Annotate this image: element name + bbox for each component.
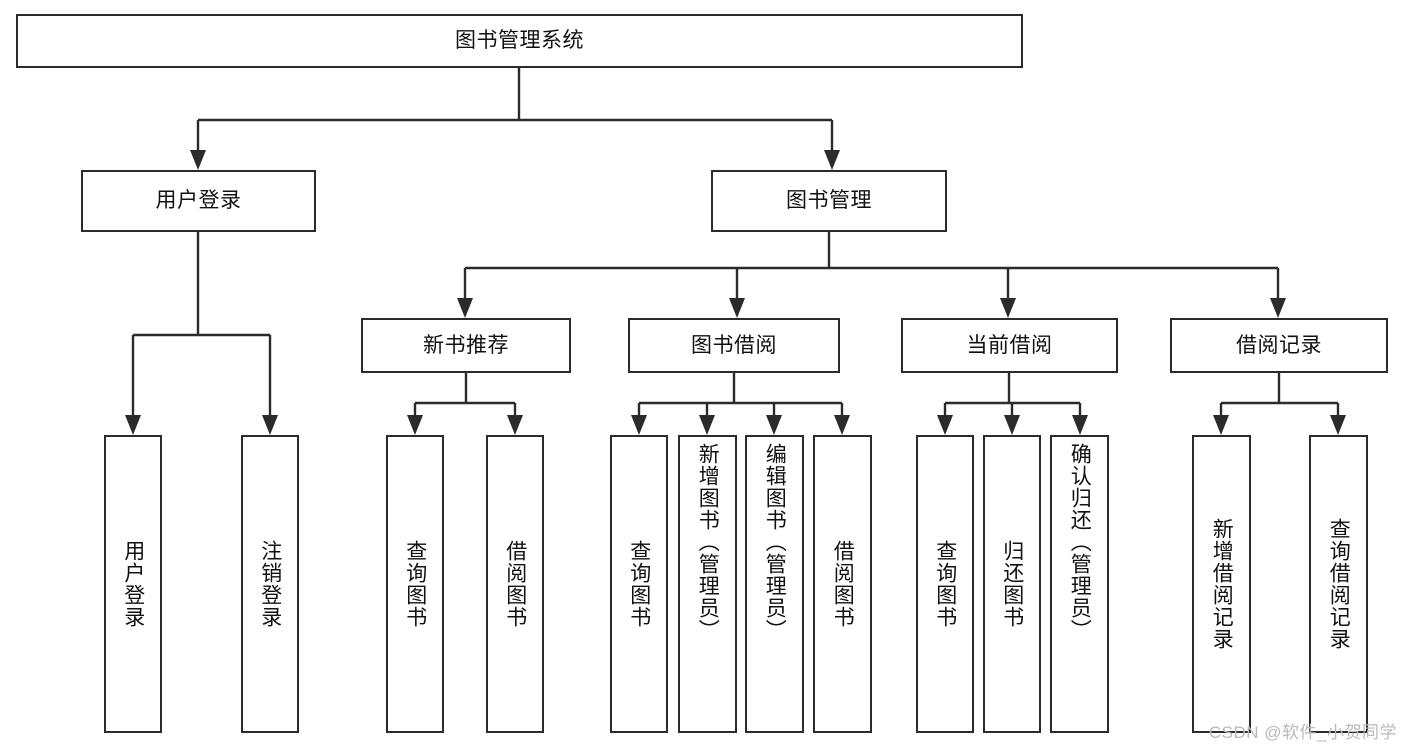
arrow-new-books-leaf1 <box>407 415 423 435</box>
arrow-book-mgmt-to-current <box>1000 298 1016 318</box>
leaf-borrow-book-newbooks-label: 借阅图书 <box>503 540 527 628</box>
arrow-borrow-leaf1 <box>631 415 647 435</box>
arrow-current-leaf3 <box>1072 415 1088 435</box>
leaf-borrow-book-newbooks[interactable]: 借阅图书 <box>486 435 544 733</box>
arrow-book-mgmt-to-records <box>1270 298 1286 318</box>
leaf-query-book-newbooks[interactable]: 查询图书 <box>386 435 444 733</box>
leaf-return-book-label: 归还图书 <box>1000 540 1024 628</box>
node-current-borrow[interactable]: 当前借阅 <box>901 318 1118 373</box>
node-current-borrow-label: 当前借阅 <box>966 333 1053 357</box>
leaf-add-book-admin[interactable]: 新增图书（管理员） <box>678 435 737 733</box>
node-root-label: 图书管理系统 <box>455 29 584 53</box>
arrow-borrow-leaf3 <box>766 415 782 435</box>
leaf-query-borrow-record[interactable]: 查询借阅记录 <box>1309 435 1368 733</box>
leaf-query-book-borrow-label: 查询图书 <box>627 540 651 628</box>
leaf-logout[interactable]: 注销登录 <box>241 435 299 733</box>
leaf-borrow-book-borrow-label: 借阅图书 <box>831 540 855 628</box>
arrow-book-mgmt-to-borrow <box>729 298 745 318</box>
arrow-current-leaf1 <box>937 415 953 435</box>
node-borrow-records[interactable]: 借阅记录 <box>1170 318 1388 373</box>
arrow-records-leaf2 <box>1330 415 1346 435</box>
arrow-user-login-leaf2 <box>262 415 278 435</box>
arrow-current-leaf2 <box>1004 415 1020 435</box>
node-user-login-label: 用户登录 <box>155 189 242 213</box>
leaf-user-login-label: 用户登录 <box>121 540 145 628</box>
arrow-new-books-leaf2 <box>507 415 523 435</box>
leaf-user-login[interactable]: 用户登录 <box>104 435 162 733</box>
leaf-query-book-borrow[interactable]: 查询图书 <box>610 435 668 733</box>
arrow-records-leaf1 <box>1213 415 1229 435</box>
leaf-query-book-current-label: 查询图书 <box>933 540 957 628</box>
leaf-query-borrow-record-label: 查询借阅记录 <box>1327 518 1351 650</box>
leaf-borrow-book-borrow[interactable]: 借阅图书 <box>813 435 872 733</box>
node-new-book-recommend-label: 新书推荐 <box>423 333 509 357</box>
leaf-logout-label: 注销登录 <box>258 540 282 628</box>
leaf-confirm-return-admin[interactable]: 确认归还（管理员） <box>1050 435 1109 733</box>
arrow-root-to-book-mgmt <box>824 150 840 170</box>
node-book-management-label: 图书管理 <box>786 189 872 213</box>
leaf-edit-book-admin[interactable]: 编辑图书（管理员） <box>745 435 804 733</box>
arrow-book-mgmt-to-new-books <box>457 298 473 318</box>
leaf-edit-book-admin-label: 编辑图书（管理员） <box>763 443 787 641</box>
node-book-borrow[interactable]: 图书借阅 <box>628 318 840 373</box>
leaf-confirm-return-admin-label: 确认归还（管理员） <box>1068 443 1092 641</box>
arrow-borrow-leaf2 <box>699 415 715 435</box>
leaf-query-book-newbooks-label: 查询图书 <box>403 540 427 628</box>
arrow-borrow-leaf4 <box>834 415 850 435</box>
node-root[interactable]: 图书管理系统 <box>16 14 1023 68</box>
arrow-user-login-leaf1 <box>125 415 141 435</box>
leaf-return-book[interactable]: 归还图书 <box>983 435 1041 733</box>
node-book-management[interactable]: 图书管理 <box>711 170 947 232</box>
leaf-add-book-admin-label: 新增图书（管理员） <box>696 443 720 641</box>
node-new-book-recommend[interactable]: 新书推荐 <box>361 318 571 373</box>
arrow-root-to-user-login <box>190 150 206 170</box>
watermark-text: CSDN @软件_小贺同学 <box>1208 723 1397 742</box>
node-user-login[interactable]: 用户登录 <box>81 170 316 232</box>
leaf-query-book-current[interactable]: 查询图书 <box>916 435 974 733</box>
node-book-borrow-label: 图书借阅 <box>691 333 777 357</box>
leaf-add-borrow-record[interactable]: 新增借阅记录 <box>1192 435 1251 733</box>
node-borrow-records-label: 借阅记录 <box>1236 333 1322 357</box>
leaf-add-borrow-record-label: 新增借阅记录 <box>1210 518 1234 650</box>
